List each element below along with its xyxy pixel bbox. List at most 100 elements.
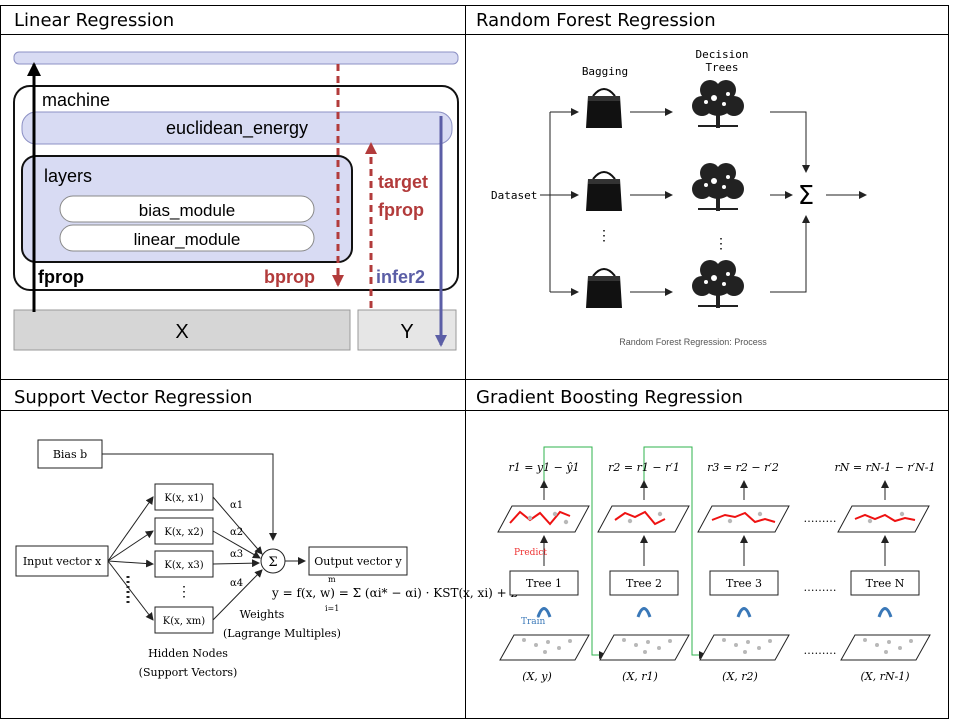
x-box <box>13 309 351 351</box>
linear-module-label: linear_module <box>134 230 241 249</box>
fprop-label: fprop <box>38 267 84 287</box>
infer2-label: infer2 <box>376 267 425 287</box>
data-label: (X, r1) <box>622 670 658 683</box>
vertical-dots: ⋮ <box>177 584 191 600</box>
gradient-boosting-diagram: r1 = y1 − ŷ1 Predict Tree 1 Train (X, y)… <box>497 446 936 683</box>
table-grid <box>0 5 949 719</box>
support-vectors-label: (Support Vectors) <box>139 666 238 679</box>
ellipsis: ……… <box>804 581 837 594</box>
lagrange-label: (Lagrange Multiples) <box>223 627 341 640</box>
train-arc <box>736 607 752 618</box>
energy-box <box>21 111 453 145</box>
rf-caption: Random Forest Regression: Process <box>619 337 767 347</box>
bias-box <box>37 439 103 469</box>
header-svr: Support Vector Regression <box>14 387 252 408</box>
prediction-plane <box>497 505 590 533</box>
bag-icon <box>585 171 623 212</box>
output-vector-label: Output vector y <box>314 555 402 568</box>
prediction-curve <box>854 513 916 523</box>
linear-regression-diagram: machine euclidean_energy layers bias_mod… <box>13 51 459 351</box>
x-label: X <box>175 321 188 343</box>
weights-label: Weights <box>240 608 285 621</box>
bias-label: Bias b <box>53 448 87 461</box>
sum-node <box>260 548 286 574</box>
data-label: (X, rN-1) <box>860 670 909 683</box>
tree-icon <box>691 162 745 212</box>
bprop-label: bprop <box>264 267 315 287</box>
predict-label: Predict <box>514 548 547 558</box>
kernel-label: K(x, xm) <box>163 616 205 627</box>
kernel-label: K(x, x2) <box>164 527 203 538</box>
data-plane <box>599 634 690 661</box>
linear-module-box <box>59 224 315 252</box>
kernel-node-1 <box>154 483 214 511</box>
header-linear: Linear Regression <box>14 10 174 31</box>
header-gradient-boosting: Gradient Boosting Regression <box>476 387 743 408</box>
random-forest-diagram: Bagging Decision Trees Dataset ⋮ ⋮ Σ Ran… <box>491 48 867 347</box>
energy-label: euclidean_energy <box>166 118 308 139</box>
residual-formula-3: r3 = r2 − r′2 <box>707 461 779 474</box>
target-fprop-label: fprop <box>378 200 424 220</box>
prediction-plane <box>597 505 690 533</box>
ellipsis: ……… <box>804 644 837 657</box>
machine-label: machine <box>42 90 110 110</box>
vertical-dots: ⋮ <box>714 236 728 252</box>
prediction-curve <box>711 511 776 524</box>
data-label: (X, r2) <box>722 670 758 683</box>
hidden-nodes-label: Hidden Nodes <box>148 647 228 660</box>
residual-formula-1: r1 = y1 − ŷ1 <box>508 461 579 474</box>
tree-label: Tree 2 <box>626 577 662 590</box>
bias-module-box <box>59 195 315 223</box>
dataset-branch-line <box>540 112 551 292</box>
output-vector-box <box>308 546 408 576</box>
svr-diagram: Bias b Input vector x K(x, x1) K(x, x2) … <box>15 439 519 679</box>
bias-module-label: bias_module <box>139 201 235 220</box>
data-plane <box>840 634 931 661</box>
dataset-label: Dataset <box>491 189 537 202</box>
y-label: Y <box>400 321 413 343</box>
tree-box-n <box>850 570 920 596</box>
tree-box-2 <box>609 570 679 596</box>
train-arc <box>536 607 552 618</box>
target-label: target <box>378 172 428 192</box>
sum-symbol: Σ <box>268 555 277 570</box>
prediction-plane <box>697 505 790 533</box>
tree-icon <box>691 79 745 129</box>
prediction-curve <box>614 510 666 526</box>
data-label: (X, y) <box>522 670 552 683</box>
kernel-node-2 <box>154 517 214 545</box>
svr-formula: y = f(x, w) = Σ (αi* − αi) · KST(x, xi) … <box>271 586 519 600</box>
train-arc <box>877 607 893 618</box>
bag-icon <box>585 268 623 309</box>
prediction-curve <box>509 510 571 526</box>
ellipsis: ……… <box>804 512 837 525</box>
data-plane <box>499 634 590 661</box>
sum-symbol: Σ <box>798 181 814 211</box>
alpha-label: α1 <box>230 500 243 511</box>
data-points <box>522 511 913 654</box>
train-arc <box>636 607 652 618</box>
data-plane <box>699 634 790 661</box>
decision-label: Decision <box>696 48 749 61</box>
vertical-dots: ⋮ <box>597 228 611 244</box>
input-vector-box <box>15 545 109 577</box>
sum-lower-limit: i=1 <box>325 604 339 613</box>
kernel-label: K(x, x1) <box>164 493 203 504</box>
bagging-label: Bagging <box>582 65 628 78</box>
tree-label: Tree 3 <box>726 577 762 590</box>
sum-upper-limit: m <box>328 575 336 584</box>
residual-formula-2: r2 = r1 − r′1 <box>608 461 680 474</box>
bag-icon <box>585 88 623 129</box>
input-vector-label: Input vector x <box>23 555 102 568</box>
alpha-label: α2 <box>230 527 243 538</box>
tree-label: Tree N <box>866 577 905 590</box>
header-random-forest: Random Forest Regression <box>476 10 716 31</box>
layers-label: layers <box>44 166 92 186</box>
tree-box-1 <box>509 570 579 596</box>
train-label: Train <box>521 617 546 627</box>
prediction-plane <box>837 505 930 533</box>
trees-label: Trees <box>705 61 738 74</box>
tree-icon <box>691 259 745 309</box>
alpha-label: α3 <box>230 549 243 560</box>
